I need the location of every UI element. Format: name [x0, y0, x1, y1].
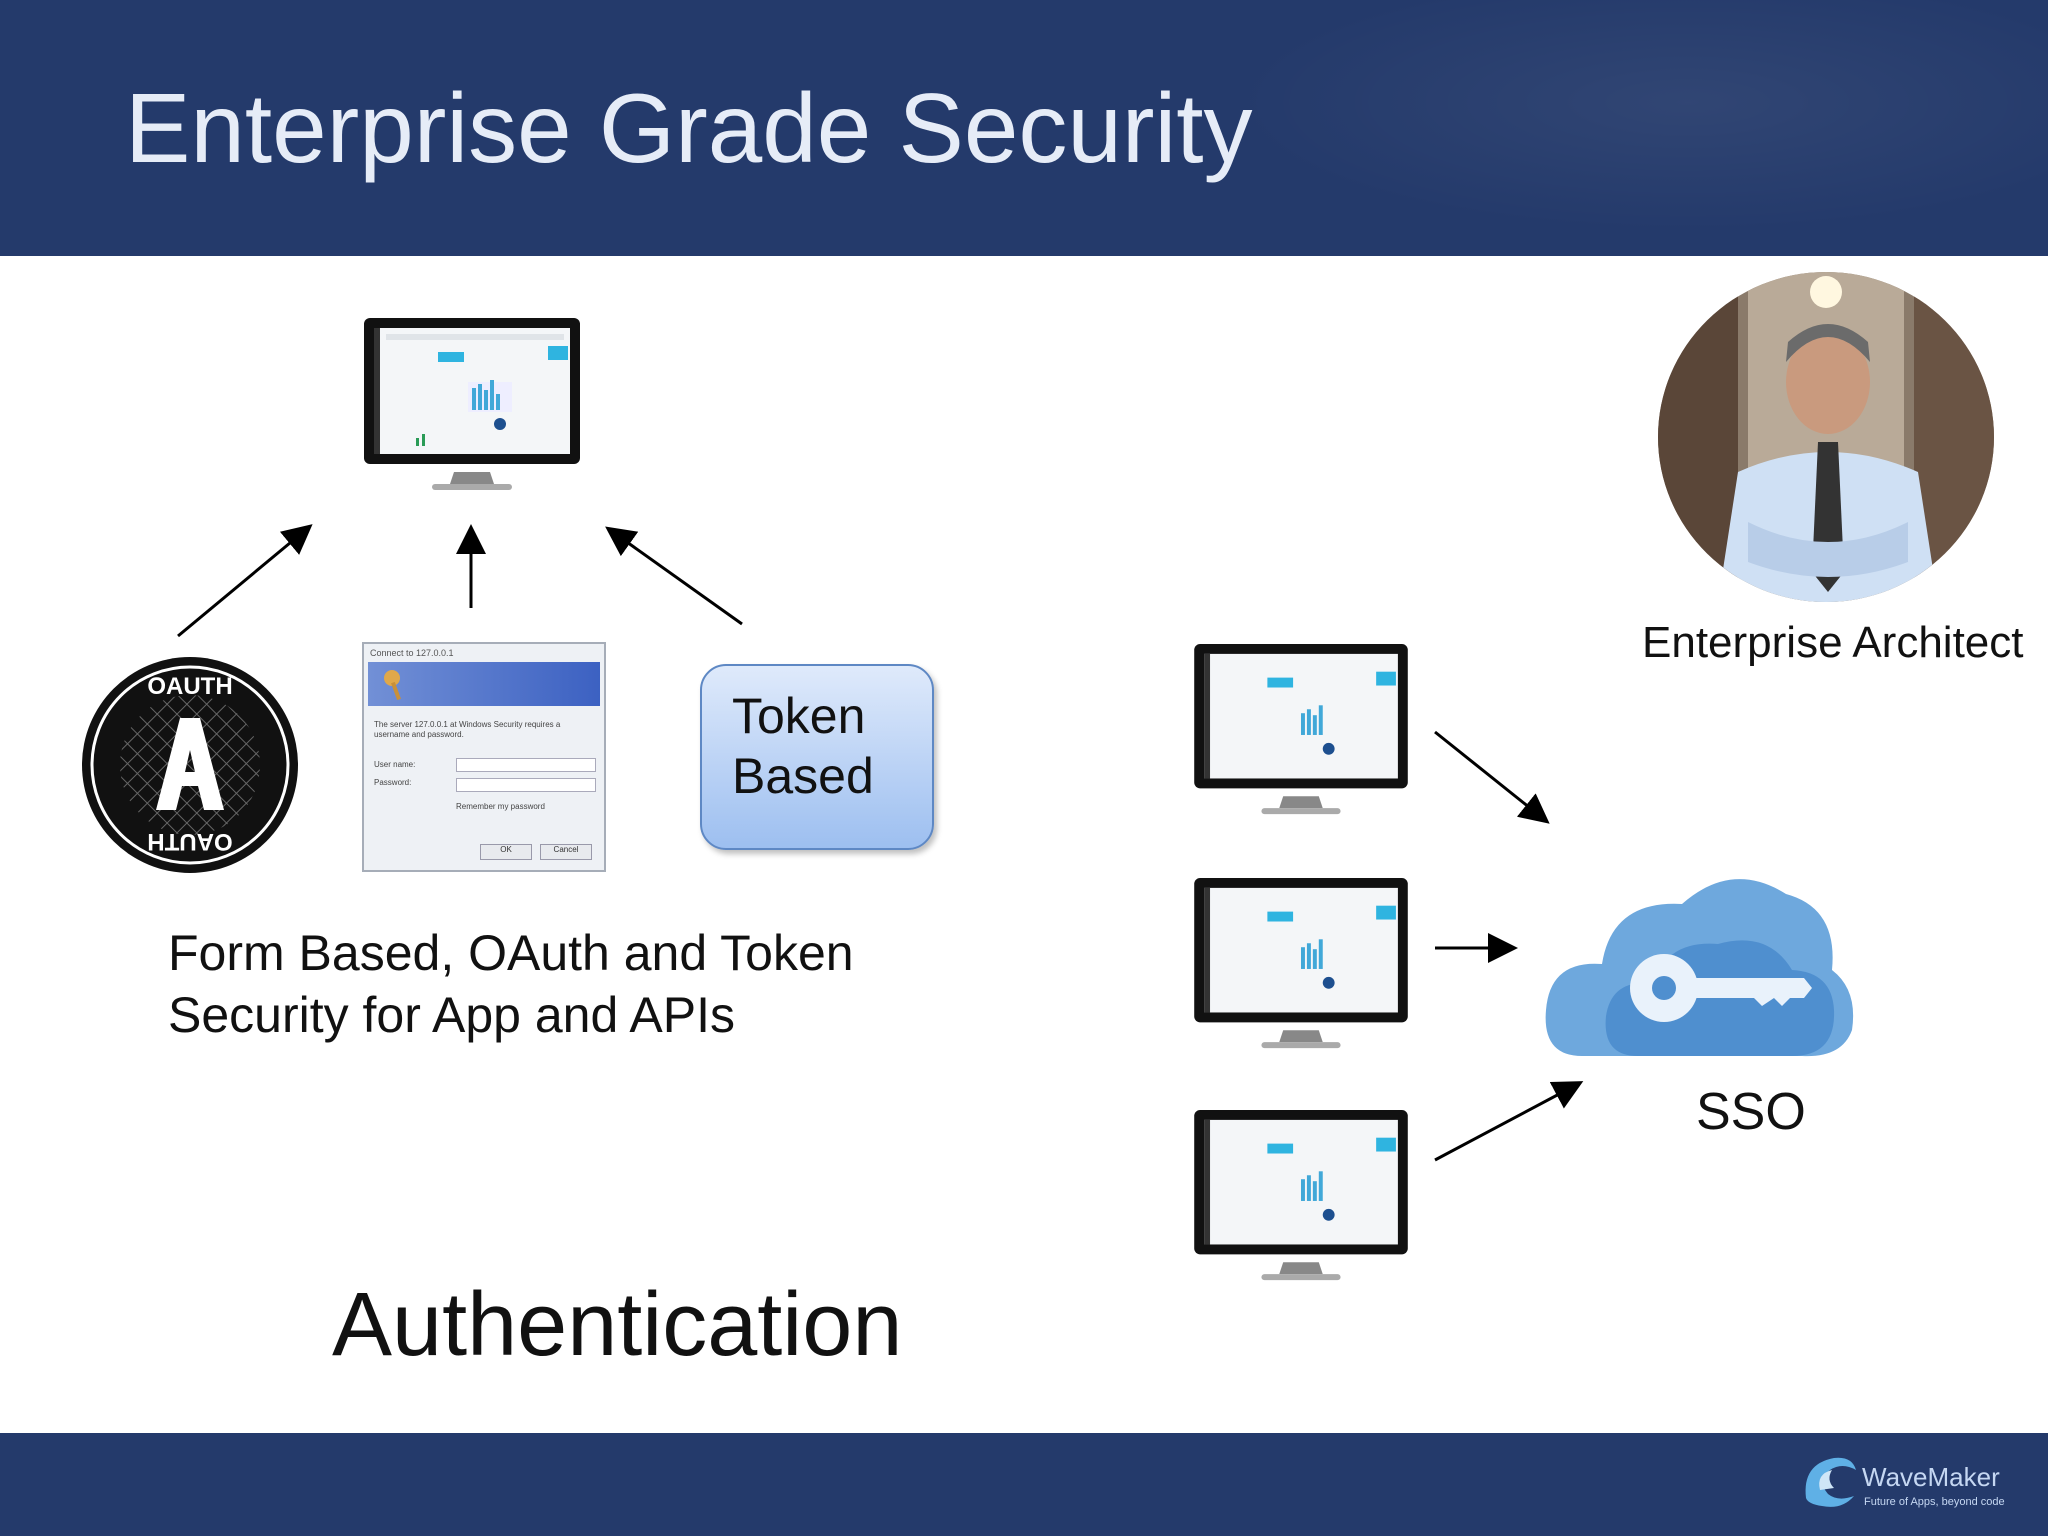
auth-description-line2: Security for App and APIs [168, 987, 735, 1043]
token-box-text: Token Based [732, 686, 874, 806]
footer-bar [0, 1433, 2048, 1536]
enterprise-architect-photo [1658, 272, 1994, 602]
header-decoration [1148, 0, 2048, 256]
login-banner [368, 662, 600, 706]
password-label: Password: [374, 778, 412, 787]
sso-cloud-key-icon [1545, 879, 1854, 1057]
arrow-app1-to-sso [1434, 730, 1550, 824]
header-banner: Enterprise Grade Security [0, 0, 2048, 256]
sso-label: SSO [1696, 1083, 1806, 1141]
username-field[interactable] [456, 758, 596, 772]
brand-tagline: Future of Apps, beyond code [1864, 1496, 2005, 1508]
token-line2: Based [732, 748, 874, 804]
token-line1: Token [732, 688, 866, 744]
arrow-app3-to-sso [1434, 1081, 1584, 1162]
sso-app-monitor-3 [1194, 1110, 1408, 1281]
username-label: User name: [374, 760, 416, 769]
keys-icon [384, 670, 401, 701]
password-field[interactable] [456, 778, 596, 792]
persona-label: Enterprise Architect [1642, 618, 2024, 667]
oauth-logo-icon: OAUTH OAUTH [82, 657, 298, 873]
wavemaker-logo: WaveMaker Future of Apps, beyond code [1798, 1450, 2008, 1520]
brand-name: WaveMaker [1862, 1462, 2000, 1492]
cancel-button[interactable]: Cancel [540, 844, 592, 860]
sso-app-monitor-2 [1194, 878, 1408, 1049]
oauth-logo-text-top: OAUTH [147, 673, 232, 700]
auth-description-line1: Form Based, OAuth and Token [168, 925, 854, 981]
login-window-title: Connect to 127.0.0.1 [370, 648, 454, 658]
authentication-heading: Authentication [332, 1275, 903, 1375]
arrow-token-to-app [605, 526, 743, 626]
app-monitor-icon [364, 318, 580, 490]
arrow-oauth-to-app [177, 524, 313, 638]
wavemaker-wave-icon [1805, 1457, 1856, 1507]
form-login-dialog: Connect to 127.0.0.1 The server 127.0.0.… [362, 642, 606, 872]
remember-label: Remember my password [456, 802, 545, 811]
page-title: Enterprise Grade Security [125, 73, 1253, 183]
auth-description: Form Based, OAuth and Token Security for… [168, 922, 854, 1046]
sso-app-monitor-1 [1194, 644, 1408, 815]
login-message: The server 127.0.0.1 at Windows Security… [374, 720, 561, 739]
ok-button[interactable]: OK [480, 844, 532, 860]
oauth-logo-text-bottom: OAUTH [147, 828, 232, 855]
person-avatar-icon [1658, 272, 1994, 602]
token-based-box: Token Based [700, 664, 934, 850]
